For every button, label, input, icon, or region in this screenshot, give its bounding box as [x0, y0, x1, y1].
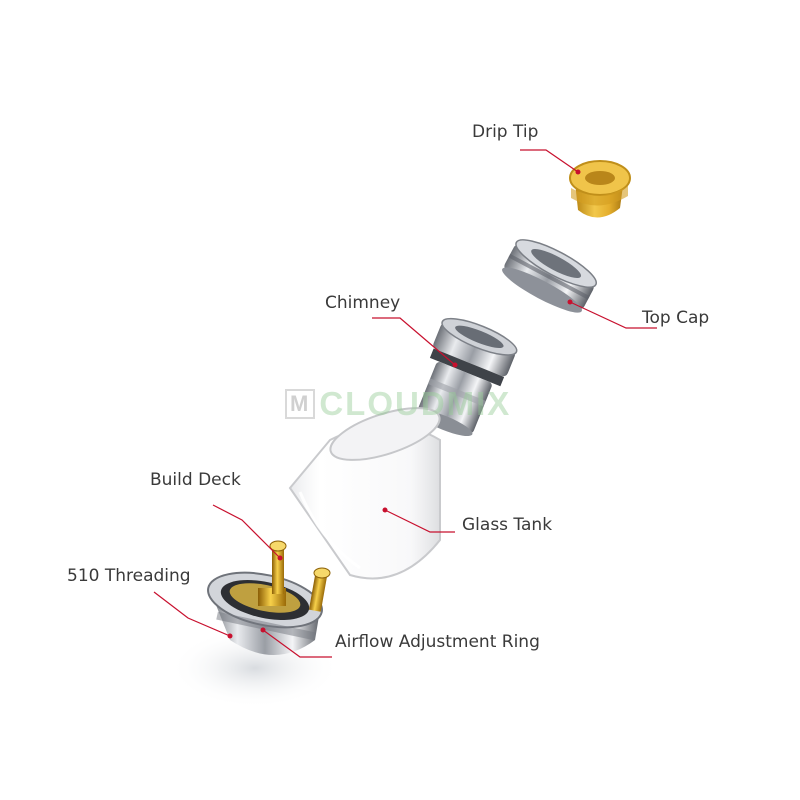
label-chimney: Chimney [325, 293, 401, 313]
label-top-cap: Top Cap [642, 308, 710, 328]
leader-build-deck [212, 504, 281, 559]
leader-dot-510-threading [227, 633, 233, 639]
watermark-text: CLOUDMIX [319, 385, 512, 422]
build-deck-assembly [170, 540, 340, 708]
leader-dot-airflow-ring [260, 627, 266, 633]
leader-airflow-ring [262, 629, 332, 658]
label-drip-tip: Drip Tip [472, 122, 539, 142]
leader-dot-top-cap [567, 299, 573, 305]
leader-dot-drip-tip [575, 169, 581, 175]
label-airflow-ring: Airflow Adjustment Ring [335, 632, 540, 652]
leader-chimney [372, 317, 456, 366]
top-cap [502, 239, 597, 313]
leader-dot-chimney [452, 362, 458, 368]
leader-510-threading [153, 591, 231, 637]
leader-drip-tip [520, 149, 579, 173]
drip-tip [569, 160, 631, 218]
leader-top-cap [569, 301, 657, 329]
leader-glass-tank [384, 509, 455, 533]
label-glass-tank: Glass Tank [462, 515, 553, 535]
label-510-threading: 510 Threading [67, 566, 191, 586]
label-build-deck: Build Deck [150, 470, 241, 490]
glass-tank [288, 407, 441, 580]
watermark-mark: M [285, 389, 316, 419]
leader-dot-build-deck [277, 555, 283, 561]
leader-lines [153, 149, 657, 658]
leader-dot-glass-tank [382, 507, 388, 513]
